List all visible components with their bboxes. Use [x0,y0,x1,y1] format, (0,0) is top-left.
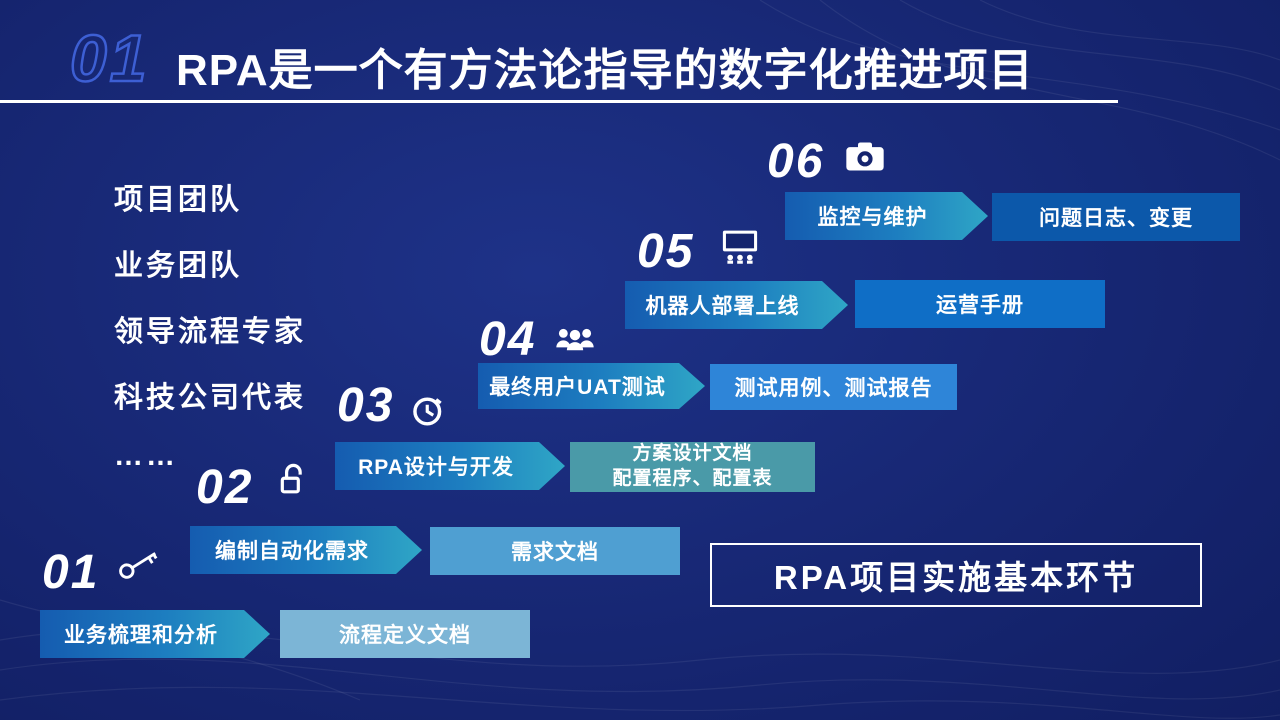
step-number: 06 [767,135,825,188]
footer-title-box: RPA项目实施基本环节 [710,543,1202,607]
clock-icon [410,392,446,428]
step-arrow: 业务梳理和分析 [40,610,270,658]
step-label: 业务梳理和分析 [64,624,218,647]
lock-icon [278,462,310,497]
key-icon [113,542,164,586]
team-list-item: 业务团队 [114,250,243,282]
header-number: 01 [69,20,150,97]
step-number: 02 [196,461,254,514]
monitor-icon [718,228,762,265]
step-label: 最终用户UAT测试 [489,376,666,399]
step-output-box: 流程定义文档 [280,610,530,658]
step-output-box: 方案设计文档 配置程序、配置表 [570,442,815,492]
step-number: 01 [42,546,100,599]
step-output-label: 问题日志、变更 [1039,207,1193,230]
step-arrow: 最终用户UAT测试 [478,363,705,409]
team-list-item: 项目团队 [114,184,243,216]
team-list-item: 领导流程专家 [114,316,307,348]
step-output-label: 需求文档 [511,541,599,564]
team-list-item: …… [114,440,178,472]
step-output-label: 流程定义文档 [339,624,471,647]
step-output-label: 方案设计文档 配置程序、配置表 [612,443,773,489]
camera-icon [844,140,886,173]
step-output-label: 运营手册 [936,294,1024,317]
users-icon [554,324,596,352]
step-arrow: 机器人部署上线 [625,281,848,329]
footer-title: RPA项目实施基本环节 [773,559,1139,596]
header-underline [0,100,1118,103]
step-number: 05 [637,225,695,278]
step-label: 编制自动化需求 [215,540,369,563]
team-list: 项目团队 业务团队 领导流程专家 科技公司代表 …… [114,176,306,497]
step-output-box: 问题日志、变更 [992,193,1240,241]
step-label: 机器人部署上线 [645,295,800,318]
step-arrow: 监控与维护 [785,192,988,240]
step-arrow: RPA设计与开发 [335,442,565,490]
step-number: 03 [337,379,395,432]
step-arrow: 编制自动化需求 [190,526,422,574]
step-output-box: 运营手册 [855,280,1105,328]
step-output-box: 测试用例、测试报告 [710,364,957,410]
step-number: 04 [479,313,537,366]
team-list-item: 科技公司代表 [114,382,307,414]
step-label: 监控与维护 [817,206,928,229]
step-output-label: 测试用例、测试报告 [734,377,933,400]
step-label: RPA设计与开发 [358,456,514,479]
page-title: RPA是一个有方法论指导的数字化推进项目 [176,46,1034,95]
step-output-box: 需求文档 [430,527,680,575]
